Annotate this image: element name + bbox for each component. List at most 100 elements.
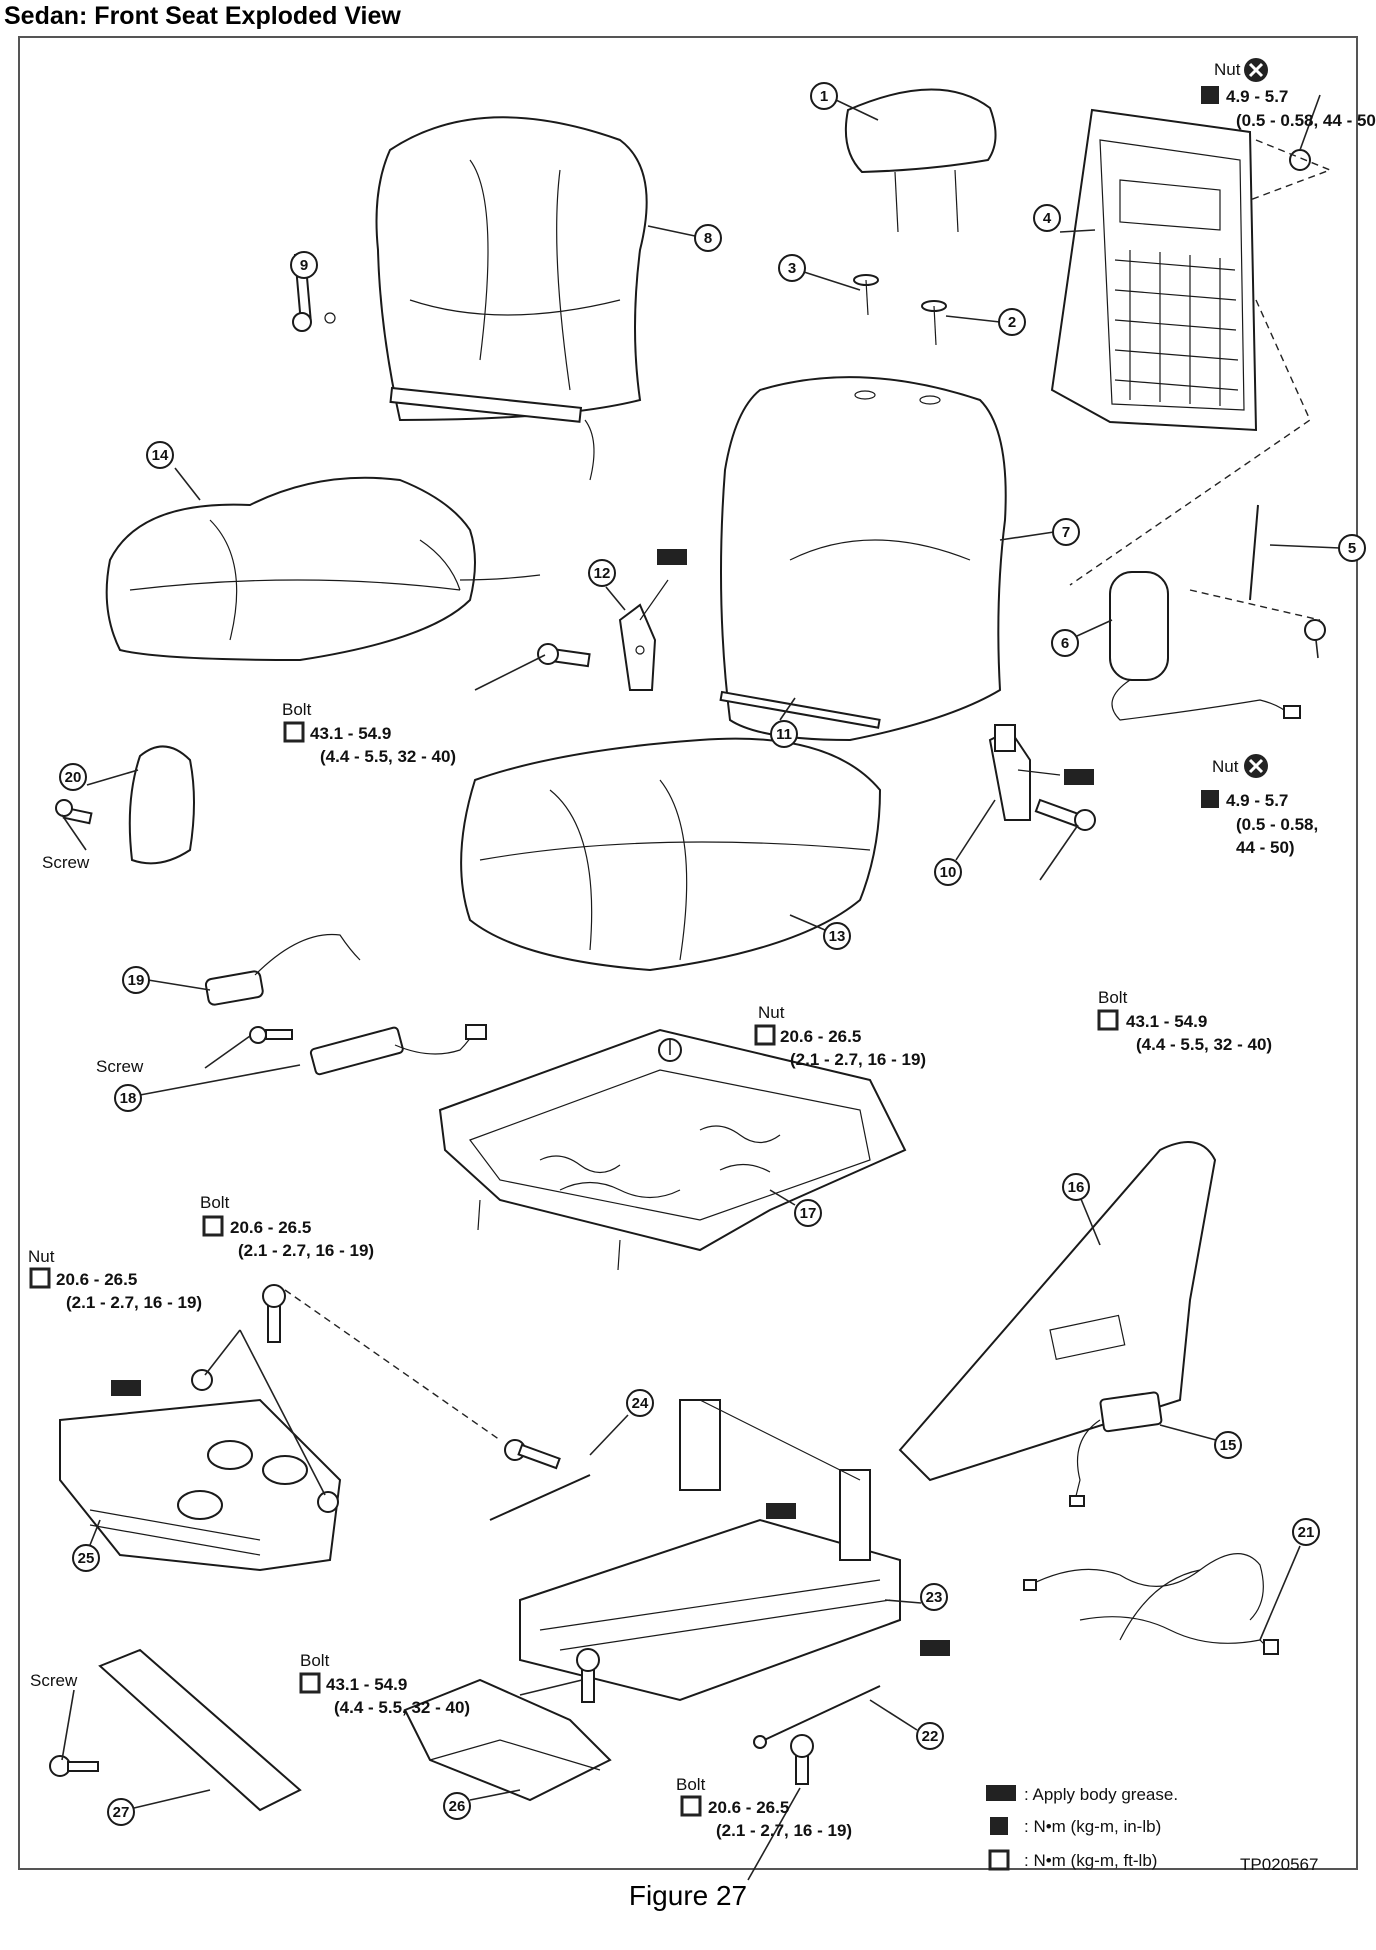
grease-icon	[986, 1785, 1016, 1801]
torque-wrench-icon	[29, 1267, 51, 1289]
callout-9: 9	[300, 257, 308, 274]
callout-6: 6	[1061, 635, 1069, 652]
link-part	[489, 1439, 591, 1521]
grease-icon	[1064, 769, 1094, 785]
callout-27: 27	[113, 1804, 130, 1821]
nut-left-name: Nut	[28, 1247, 55, 1266]
screw-27-label: Screw	[30, 1671, 78, 1690]
callout-24: 24	[632, 1395, 649, 1412]
callout-16: 16	[1068, 1179, 1085, 1196]
nut-top-name: Nut	[1214, 60, 1241, 79]
torque-wrench-icon	[202, 1215, 224, 1237]
bolt-bottom-spec: 20.6 - 26.5	[708, 1798, 789, 1817]
bolt-part	[537, 643, 591, 668]
diagram-frame	[18, 36, 1358, 1870]
figure-id: TP020567	[1240, 1855, 1318, 1874]
callout-circles	[59, 82, 1366, 1826]
cushion-pad-part	[460, 737, 882, 972]
torque-wrench-icon	[1201, 790, 1219, 808]
bracket-part	[618, 579, 669, 691]
nut-part	[317, 1491, 339, 1513]
legend-grease: : Apply body grease.	[1024, 1785, 1178, 1804]
legend-in-lb: : N•m (kg-m, in-lb)	[1024, 1817, 1161, 1836]
callout-2: 2	[1008, 314, 1016, 331]
page-title: Sedan: Front Seat Exploded View	[4, 2, 401, 30]
nut-left-spec: 20.6 - 26.5	[56, 1270, 137, 1289]
nut-right-name: Nut	[1212, 757, 1239, 776]
nut-right-sub2: 44 - 50)	[1236, 838, 1295, 857]
bolt-upper-left-spec: 43.1 - 54.9	[310, 724, 391, 743]
side-airbag-part	[1109, 571, 1301, 721]
callout-numbers: 1 2 3 4 5 6 7 8 9 10 11 12 13 14 15 16 1…	[65, 88, 1357, 1821]
torque-labels: Nut 4.9 - 5.7 (0.5 - 0.58, 44 - 50) Nut …	[28, 60, 1376, 1840]
torque-icons	[29, 58, 1268, 1817]
callout-19: 19	[128, 972, 145, 989]
headrest-part	[844, 88, 997, 233]
switch-part	[1069, 1391, 1163, 1507]
bolt-part	[790, 1734, 814, 1785]
callout-12: 12	[594, 565, 611, 582]
bolt-upper-left-sub: (4.4 - 5.5, 32 - 40)	[320, 747, 456, 766]
bolt-part	[576, 1648, 600, 1703]
nut-left-sub: (2.1 - 2.7, 16 - 19)	[66, 1293, 202, 1312]
cushion-trim-part	[105, 476, 541, 662]
callout-10: 10	[940, 864, 957, 881]
bolt-mid-name: Bolt	[200, 1193, 230, 1212]
torque-wrench-icon	[990, 1817, 1008, 1835]
nut-center-sub: (2.1 - 2.7, 16 - 19)	[790, 1050, 926, 1069]
grease-icon	[111, 1380, 141, 1396]
callout-13: 13	[829, 928, 846, 945]
nut-center-spec: 20.6 - 26.5	[780, 1027, 861, 1046]
cover-part	[55, 745, 195, 865]
callout-26: 26	[449, 1798, 466, 1815]
bolt-mid-sub: (2.1 - 2.7, 16 - 19)	[238, 1241, 374, 1260]
callout-15: 15	[1220, 1437, 1237, 1454]
callout-25: 25	[78, 1550, 95, 1567]
bolt-bottom-name: Bolt	[676, 1775, 706, 1794]
torque-wrench-icon	[754, 1024, 776, 1046]
callout-18: 18	[120, 1090, 137, 1107]
seatback-trim-part	[375, 116, 648, 481]
side-trim-part	[898, 1141, 1217, 1482]
harness-part	[1023, 1553, 1279, 1655]
switch-part	[249, 1024, 487, 1076]
seatback-frame-part	[1050, 108, 1258, 432]
bolt-upper-left-name: Bolt	[282, 700, 312, 719]
callout-3: 3	[788, 260, 796, 277]
nut-right-spec: 4.9 - 5.7	[1226, 791, 1288, 810]
link-part	[753, 1685, 881, 1749]
rod-part	[1249, 504, 1259, 601]
bolt-part	[262, 1284, 286, 1343]
bolt-part	[1034, 798, 1096, 831]
callout-5: 5	[1348, 540, 1356, 557]
bolt-right-sub: (4.4 - 5.5, 32 - 40)	[1136, 1035, 1272, 1054]
callout-22: 22	[922, 1728, 939, 1745]
torque-wrench-icon	[1097, 1009, 1119, 1031]
nut-center-name: Nut	[758, 1003, 785, 1022]
motor-assembly-part	[59, 1398, 342, 1572]
bolt-right-name: Bolt	[1098, 988, 1128, 1007]
legend-ft-lb: : N•m (kg-m, ft-lb)	[1024, 1851, 1157, 1870]
seat-track-part	[519, 1399, 901, 1702]
bolt-right-spec: 43.1 - 54.9	[1126, 1012, 1207, 1031]
callout-23: 23	[926, 1589, 943, 1606]
rod-part	[719, 690, 881, 729]
nut-top-sub: (0.5 - 0.58, 44 - 50)	[1236, 111, 1376, 130]
callout-11: 11	[776, 726, 792, 743]
torque-wrench-icon	[283, 721, 305, 743]
recliner-part	[988, 724, 1061, 821]
bracket-part	[403, 1678, 612, 1802]
torque-wrench-icon	[299, 1672, 321, 1694]
callout-7: 7	[1062, 524, 1070, 541]
callout-8: 8	[704, 230, 712, 247]
bolt-bottom-sub: (2.1 - 2.7, 16 - 19)	[716, 1821, 852, 1840]
nut-top-spec: 4.9 - 5.7	[1226, 87, 1288, 106]
grease-icon	[920, 1640, 950, 1656]
torque-wrench-icon	[1201, 86, 1219, 104]
callout-21: 21	[1298, 1524, 1315, 1541]
nut-right-part	[1304, 619, 1326, 641]
grease-icon	[766, 1503, 796, 1519]
nut-right-sub1: (0.5 - 0.58,	[1236, 815, 1318, 834]
torque-wrench-icon	[680, 1795, 702, 1817]
